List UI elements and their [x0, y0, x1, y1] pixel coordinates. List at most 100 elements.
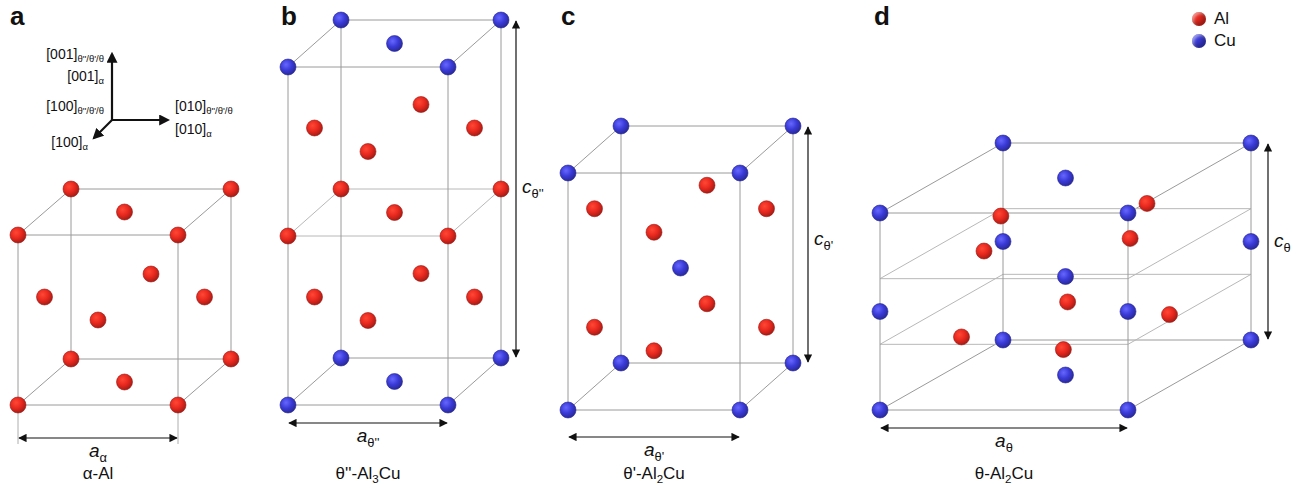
axis-label: [001]θ''/θ'/θ — [46, 46, 104, 62]
legend-text: Al — [1214, 9, 1229, 29]
label-text: Cu — [663, 464, 685, 483]
atom-sphere — [37, 289, 53, 305]
atom-sphere — [995, 332, 1011, 348]
label-text: a — [995, 430, 1006, 451]
label-text: α-Al — [83, 464, 114, 483]
cell-edge — [1003, 340, 1251, 341]
subscript-text: 2 — [657, 473, 663, 485]
label-text: a — [644, 439, 655, 460]
label-text: [010] — [175, 121, 206, 137]
subscript-text: α — [82, 141, 88, 152]
atom-sphere — [117, 374, 133, 390]
cell-edge — [740, 126, 793, 173]
cell-edge — [880, 274, 1003, 344]
label-text: [001] — [46, 46, 77, 62]
axis-label: [100]α — [51, 134, 88, 150]
atom-sphere — [493, 12, 509, 28]
atom-sphere — [872, 402, 888, 418]
cell-edge — [568, 173, 569, 410]
cell-edge — [880, 143, 1003, 213]
legend-swatch — [1192, 12, 1206, 26]
atom-sphere — [995, 135, 1011, 151]
atom-sphere — [467, 289, 483, 305]
subscript-text: α — [98, 75, 104, 86]
cell-edge — [288, 358, 341, 405]
cell-edge — [18, 405, 178, 406]
atom-sphere — [732, 402, 748, 418]
atom-sphere — [759, 201, 775, 217]
atom-sphere — [785, 118, 801, 134]
cell-edge — [71, 189, 72, 359]
atom-sphere — [333, 181, 349, 197]
dimension-label: cθ'' — [522, 176, 544, 198]
phase-name: θ'-Al2Cu — [623, 464, 685, 484]
atom-sphere — [223, 351, 239, 367]
atom-sphere — [995, 234, 1011, 250]
panel-letter: c — [561, 2, 575, 32]
cell-edge — [18, 359, 71, 405]
atom-sphere — [1162, 307, 1178, 323]
cell-edge — [1128, 274, 1251, 344]
atom-sphere — [560, 165, 576, 181]
atom-sphere — [280, 59, 296, 75]
label-text: d — [874, 1, 890, 31]
cell-edge — [1128, 340, 1251, 410]
legend-entry: Al — [1192, 8, 1236, 30]
subscript-text: θ'' — [532, 186, 544, 201]
cell-edge — [18, 235, 178, 236]
atom-sphere — [387, 374, 403, 390]
subscript-text: θ''/θ'/θ — [206, 105, 233, 116]
label-text: c — [1274, 230, 1284, 251]
atom-sphere — [387, 36, 403, 52]
atom-sphere — [333, 350, 349, 366]
atom-sphere — [90, 312, 106, 328]
label-text: c — [814, 228, 824, 249]
atom-sphere — [699, 296, 715, 312]
subscript-text: 2 — [1005, 473, 1011, 485]
cell-edge — [71, 189, 231, 190]
panel-letter: a — [10, 2, 24, 32]
subscript-text: θ' — [824, 238, 834, 253]
subscript-text: θ'' — [367, 435, 379, 450]
atom-sphere — [1243, 135, 1259, 151]
atom-sphere — [10, 397, 26, 413]
phase-name: θ-Al2Cu — [975, 464, 1033, 484]
dimension-label: aθ'' — [357, 425, 380, 447]
atom-sphere — [1120, 205, 1136, 221]
cell-edge — [18, 235, 19, 405]
atom-sphere — [1055, 342, 1071, 358]
atom-sphere — [1058, 367, 1074, 383]
atom-sphere — [467, 120, 483, 136]
cell-edge — [448, 189, 501, 236]
atom-sphere — [63, 181, 79, 197]
dimension-label: aθ — [995, 430, 1013, 452]
label-text: a — [357, 425, 368, 446]
dimension-label: cθ — [1274, 230, 1291, 252]
atom-sphere — [872, 304, 888, 320]
cell-edge — [621, 126, 622, 363]
label-text: [100] — [46, 98, 77, 114]
atom-sphere — [1058, 170, 1074, 186]
atom-sphere — [646, 343, 662, 359]
dimension-label: aα — [89, 440, 107, 462]
atom-sphere — [333, 12, 349, 28]
atom-sphere — [223, 181, 239, 197]
atom-sphere — [143, 266, 159, 282]
cell-edge — [288, 67, 448, 68]
atom-sphere — [493, 350, 509, 366]
atom-sphere — [993, 208, 1009, 224]
subscript-text: α — [100, 450, 107, 465]
panel-letter: d — [874, 2, 890, 32]
label-text: c — [522, 176, 532, 197]
atom-sphere — [117, 204, 133, 220]
label-text: a — [89, 440, 100, 461]
cell-edge — [1128, 209, 1251, 279]
atom-sphere — [170, 227, 186, 243]
subscript-text: θ — [1284, 240, 1291, 255]
cell-edge — [341, 20, 501, 21]
cell-edge — [880, 340, 1003, 410]
cell-edge — [568, 410, 740, 411]
phase-name: α-Al — [83, 464, 114, 484]
cell-edge — [740, 363, 793, 410]
label-text: [001] — [67, 68, 98, 84]
